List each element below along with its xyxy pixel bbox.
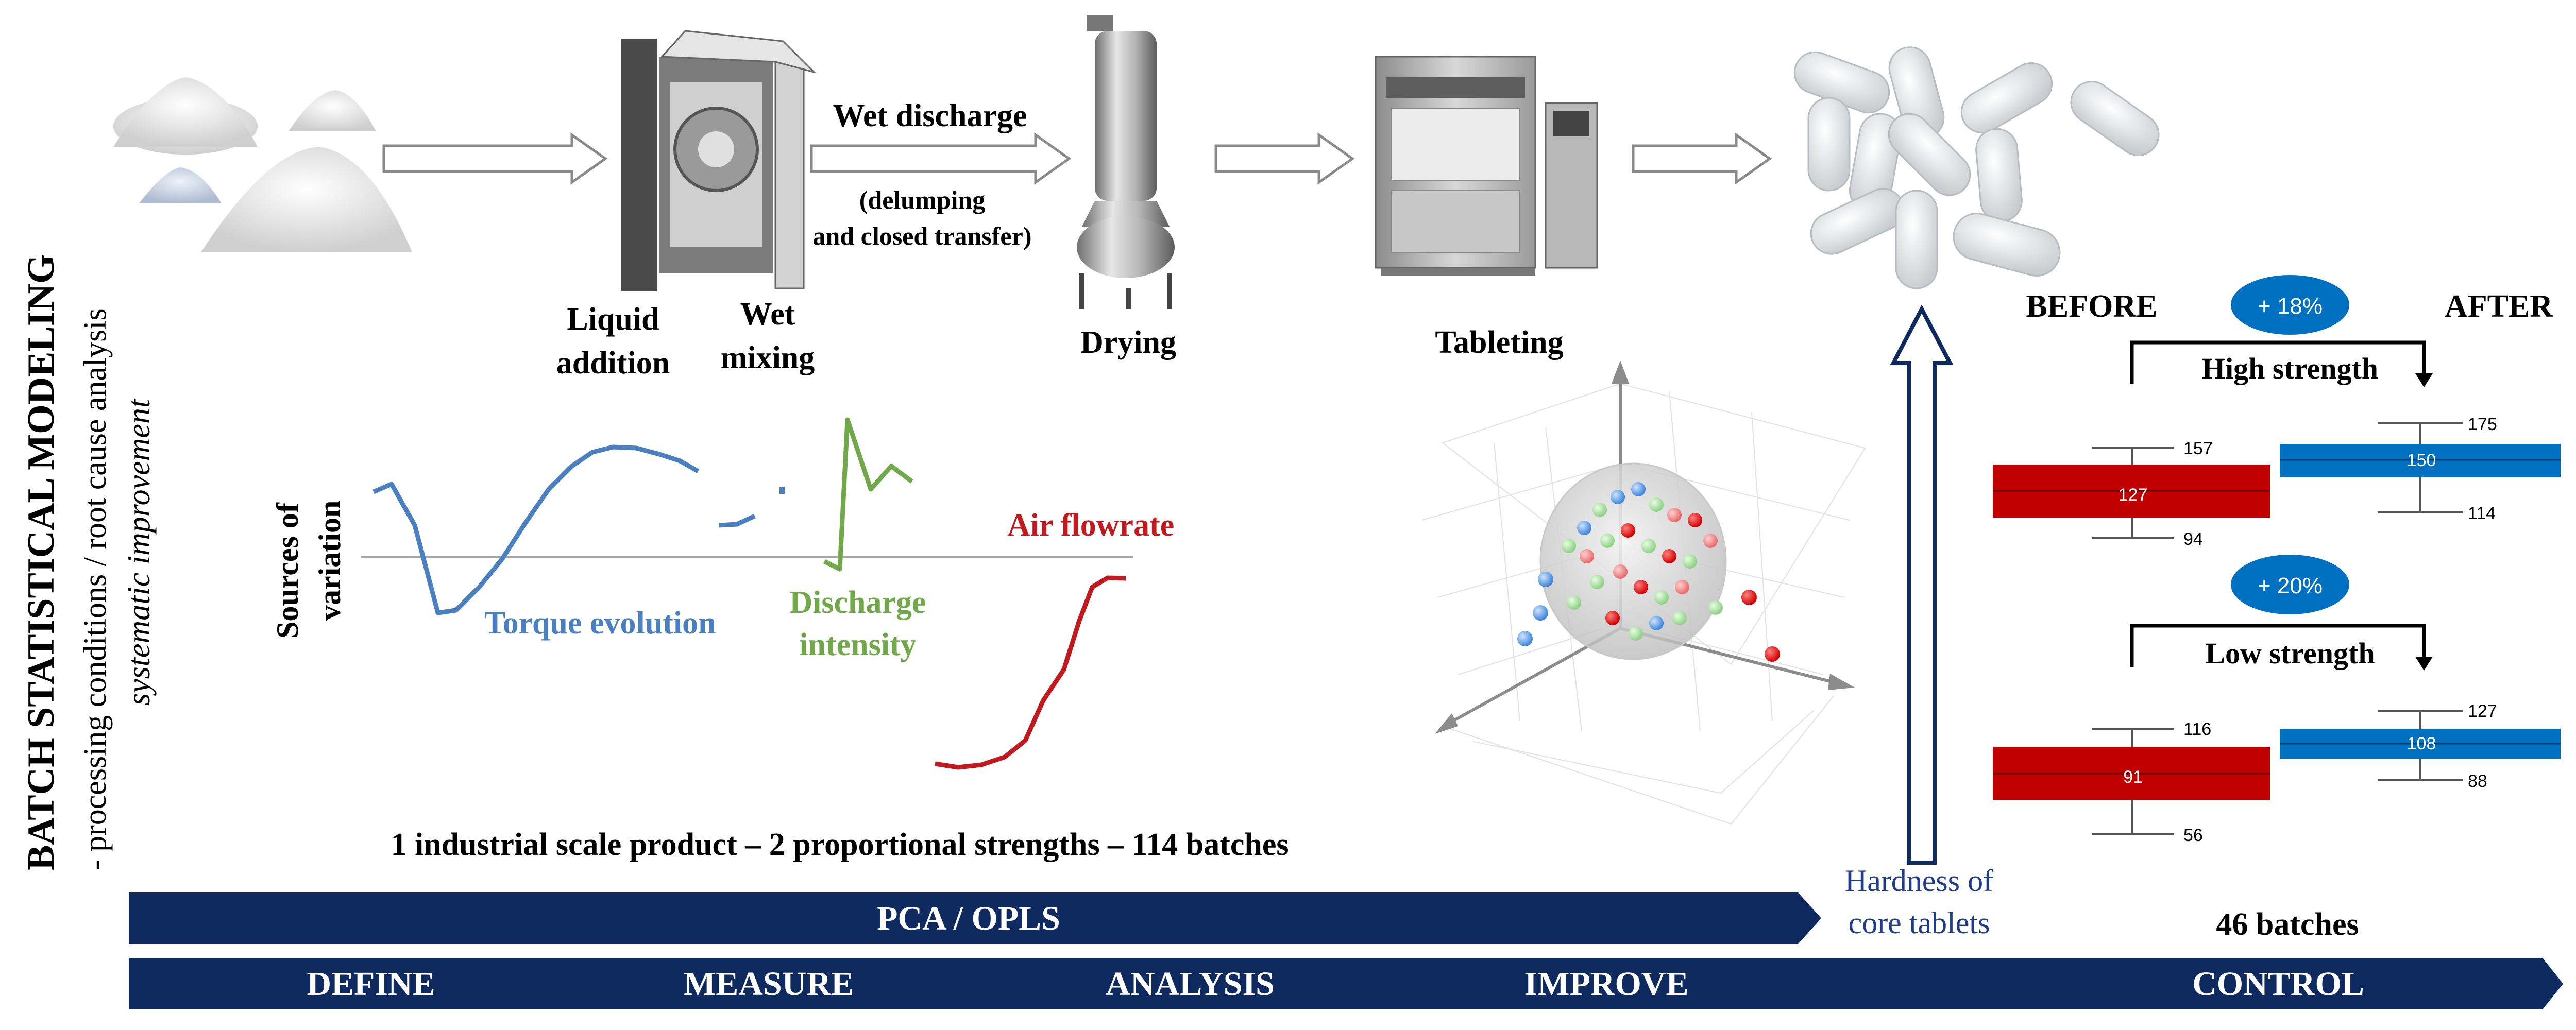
dmaic-bar: [129, 958, 2563, 1009]
scatter-points: [1517, 482, 1780, 662]
connector-high: [2130, 340, 2426, 384]
torque-curve: [372, 444, 700, 615]
label-46-batches: 46 batches: [2216, 907, 2359, 942]
phase-measure: MEASURE: [684, 965, 854, 1003]
summary-text: 1 industrial scale product – 2 proportio…: [391, 827, 1289, 862]
label-wet-discharge: Wet discharge: [833, 98, 1027, 133]
low-before-max: 116: [2183, 719, 2211, 739]
label-after: AFTER: [2445, 289, 2553, 324]
label-delumping-2: and closed transfer): [813, 221, 1032, 250]
control-panel: BEFORE AFTER + 18% High strength 127 157…: [1993, 275, 2561, 942]
connector-low: [2130, 624, 2426, 667]
arrow-right-icon: [810, 132, 1072, 185]
high-before-mean: 127: [2119, 485, 2148, 505]
side-title-main: BATCH STATISTICAL MODELING: [20, 254, 62, 870]
discharge-curve: [823, 417, 913, 572]
torque-curve-dot: [779, 487, 785, 494]
phase-analysis: ANALYSIS: [1106, 965, 1275, 1003]
tablet-press-image: [1375, 56, 1598, 276]
label-discharge-2: intensity: [799, 627, 916, 662]
air-flowrate-curve: [935, 575, 1126, 770]
high-before-max: 157: [2183, 439, 2213, 458]
label-torque: Torque evolution: [484, 606, 716, 641]
label-delumping-1: (delumping: [859, 185, 986, 214]
dryer-image: [1077, 15, 1175, 309]
label-tableting: Tableting: [1435, 325, 1563, 360]
badge-low: [2231, 555, 2349, 614]
arrow-right-icon: [382, 132, 608, 185]
sources-group-2: variation: [313, 501, 347, 621]
sources-group: Sources of: [270, 502, 304, 639]
tablets-image: [1793, 46, 2160, 289]
label-wet-1: Wet: [740, 297, 795, 332]
flow-arrows: [382, 132, 1772, 185]
badge-high-text: + 18%: [2258, 294, 2323, 319]
low-before-mean: 91: [2123, 767, 2143, 787]
side-title: BATCH STATISTICAL MODELING: [20, 254, 62, 870]
label-low-strength: Low strength: [2205, 637, 2375, 670]
low-after-max: 127: [2468, 701, 2497, 721]
powder-image: [113, 77, 412, 252]
label-liquid-2: addition: [556, 346, 670, 381]
badge-low-text: + 20%: [2258, 573, 2323, 598]
low-before-min: 56: [2183, 826, 2203, 845]
label-before: BEFORE: [2026, 289, 2158, 324]
phase-define: DEFINE: [307, 965, 435, 1003]
label-liquid-1: Liquid: [567, 302, 659, 337]
arrow-up-icon: [1890, 304, 1954, 865]
arrow-right-icon: [1214, 132, 1355, 185]
label-pca-opls: PCA / OPLS: [877, 900, 1060, 937]
side-subtitle-group: - processing conditions / root cause ana…: [78, 308, 113, 870]
label-high-strength: High strength: [2202, 352, 2378, 385]
torque-curve-tail: [718, 513, 756, 528]
label-air-flowrate: Air flowrate: [1007, 508, 1174, 543]
high-after-max: 175: [2468, 415, 2497, 434]
label-hardness-1: Hardness of: [1845, 864, 1993, 898]
label-sources-2: variation: [313, 501, 347, 621]
arrow-right-icon: [1632, 132, 1772, 185]
low-after-min: 88: [2468, 771, 2487, 791]
high-before-min: 94: [2183, 529, 2203, 549]
label-sources-1: Sources of: [270, 502, 304, 639]
label-drying: Drying: [1080, 325, 1176, 360]
low-after-mean: 108: [2407, 734, 2436, 753]
pca-3d-plot: [1421, 360, 1866, 825]
high-after-mean: 150: [2407, 451, 2436, 470]
side-title-subtitle: - processing conditions / root cause ana…: [78, 308, 113, 870]
mixer-image: [621, 30, 817, 291]
badge-high: [2231, 275, 2349, 335]
side-italic-group: systematic improvement: [122, 398, 157, 706]
phase-improve: IMPROVE: [1524, 965, 1689, 1003]
side-title-italic: systematic improvement: [122, 398, 157, 706]
pca-opls-bar: [129, 892, 1821, 944]
label-wet-2: mixing: [721, 340, 815, 375]
phase-control: CONTROL: [2192, 965, 2364, 1003]
label-hardness-2: core tablets: [1849, 906, 1990, 940]
label-discharge-1: Discharge: [789, 585, 926, 620]
high-after-min: 114: [2468, 504, 2496, 523]
